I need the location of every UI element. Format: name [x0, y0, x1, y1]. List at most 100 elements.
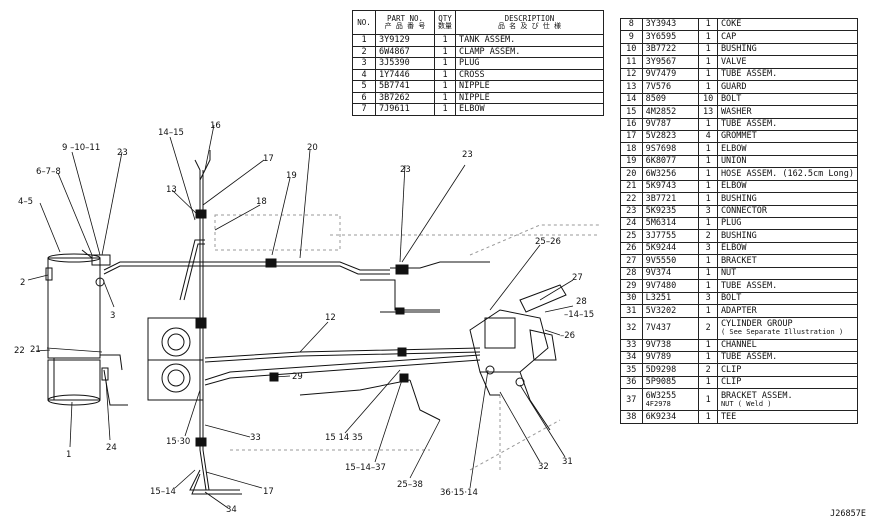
quantity: 13: [698, 105, 718, 119]
item-number: 9: [620, 30, 643, 44]
description: ELBOW: [716, 142, 859, 156]
part-number: 3Y9567: [641, 55, 700, 69]
callout-33: 33: [250, 433, 261, 443]
part-number: 5K9235: [641, 204, 700, 219]
quantity: 3: [698, 241, 718, 256]
callout-23-right: 23: [400, 165, 411, 175]
quantity: 10: [698, 92, 718, 107]
item-number: 2: [352, 45, 376, 58]
part-number: 3B7721: [641, 192, 700, 206]
description: BRACKET: [716, 254, 859, 268]
item-number: 15: [620, 105, 643, 119]
description: TUBE ASSEM.: [716, 67, 859, 82]
quantity: 1: [698, 117, 718, 131]
description: CHANNEL: [716, 338, 859, 352]
item-number: 33: [620, 338, 643, 352]
callout-13: 13: [166, 185, 177, 195]
item-number: 20: [620, 167, 643, 181]
description: BOLT: [716, 92, 859, 107]
item-number: 38: [620, 410, 643, 424]
description: ELBOW: [716, 241, 859, 256]
part-number: 9V738: [641, 338, 700, 352]
item-number: 27: [620, 254, 643, 268]
callout-27: 27: [572, 273, 583, 283]
part-number: 3B7722: [641, 42, 700, 57]
quantity: 1: [698, 304, 718, 318]
description: PLUG: [455, 57, 604, 70]
callout-15-14-37: 15–14–37: [345, 463, 386, 473]
item-number: 31: [620, 304, 643, 318]
callout-9-10-11: 9 –10–11: [62, 143, 100, 153]
item-number: 1: [352, 34, 376, 47]
part-number: 7V437: [641, 316, 700, 340]
callout-23-right-b: 23: [462, 150, 473, 160]
header-no: NO.: [352, 10, 376, 35]
callout-31: 31: [562, 457, 573, 467]
quantity: 2: [698, 229, 718, 243]
item-number: 5: [352, 80, 376, 93]
callout-14-15: 14–15: [158, 128, 184, 138]
quantity: 1: [698, 30, 718, 44]
item-number: 19: [620, 154, 643, 169]
quantity: 1: [434, 80, 456, 93]
callout-17-top: 17: [263, 154, 274, 164]
quantity: 1: [698, 55, 718, 69]
description: CLIP: [716, 375, 859, 390]
callout-25-38: 25–38: [397, 480, 423, 490]
description: CYLINDER GROUP( See Separate Illustratio…: [716, 316, 859, 340]
quantity: 1: [698, 17, 718, 32]
quantity: 1: [698, 67, 718, 82]
quantity: 1: [434, 91, 456, 104]
part-number: 9V374: [641, 266, 700, 281]
callout-6-7-8: 6–7–8: [36, 167, 61, 177]
part-number: 6K9234: [641, 410, 700, 424]
quantity: 1: [698, 142, 718, 156]
item-number: 8: [620, 17, 643, 32]
part-number: 3Y3943: [641, 17, 700, 32]
part-number: 9V787: [641, 117, 700, 131]
item-number: 30: [620, 291, 643, 306]
quantity: 1: [698, 375, 718, 390]
part-number: 5B7741: [375, 80, 435, 93]
item-number: 36: [620, 375, 643, 390]
quantity: 1: [698, 338, 718, 352]
quantity: 1: [698, 388, 718, 412]
item-number: 17: [620, 129, 643, 144]
callout-12: 12: [325, 313, 336, 323]
part-number: 6W4867: [375, 45, 435, 58]
description: BUSHING: [716, 192, 859, 206]
pump-block: [147, 317, 204, 401]
part-number: 6K8077: [641, 154, 700, 169]
callout-leaders: [27, 124, 574, 509]
description: BRACKET ASSEM.NUT ( Weld ): [716, 388, 859, 412]
callout-14-15-right: –14–15: [564, 310, 594, 320]
description: NIPPLE: [455, 80, 604, 93]
quantity: 1: [698, 167, 718, 181]
quantity: 1: [698, 350, 718, 365]
quantity: 4: [698, 129, 718, 144]
callout-22: 22: [14, 346, 25, 356]
item-number: 25: [620, 229, 643, 243]
item-number: 29: [620, 279, 643, 293]
description: CROSS: [455, 68, 604, 81]
description: GROMMET: [716, 129, 859, 144]
description: TEE: [716, 410, 859, 424]
